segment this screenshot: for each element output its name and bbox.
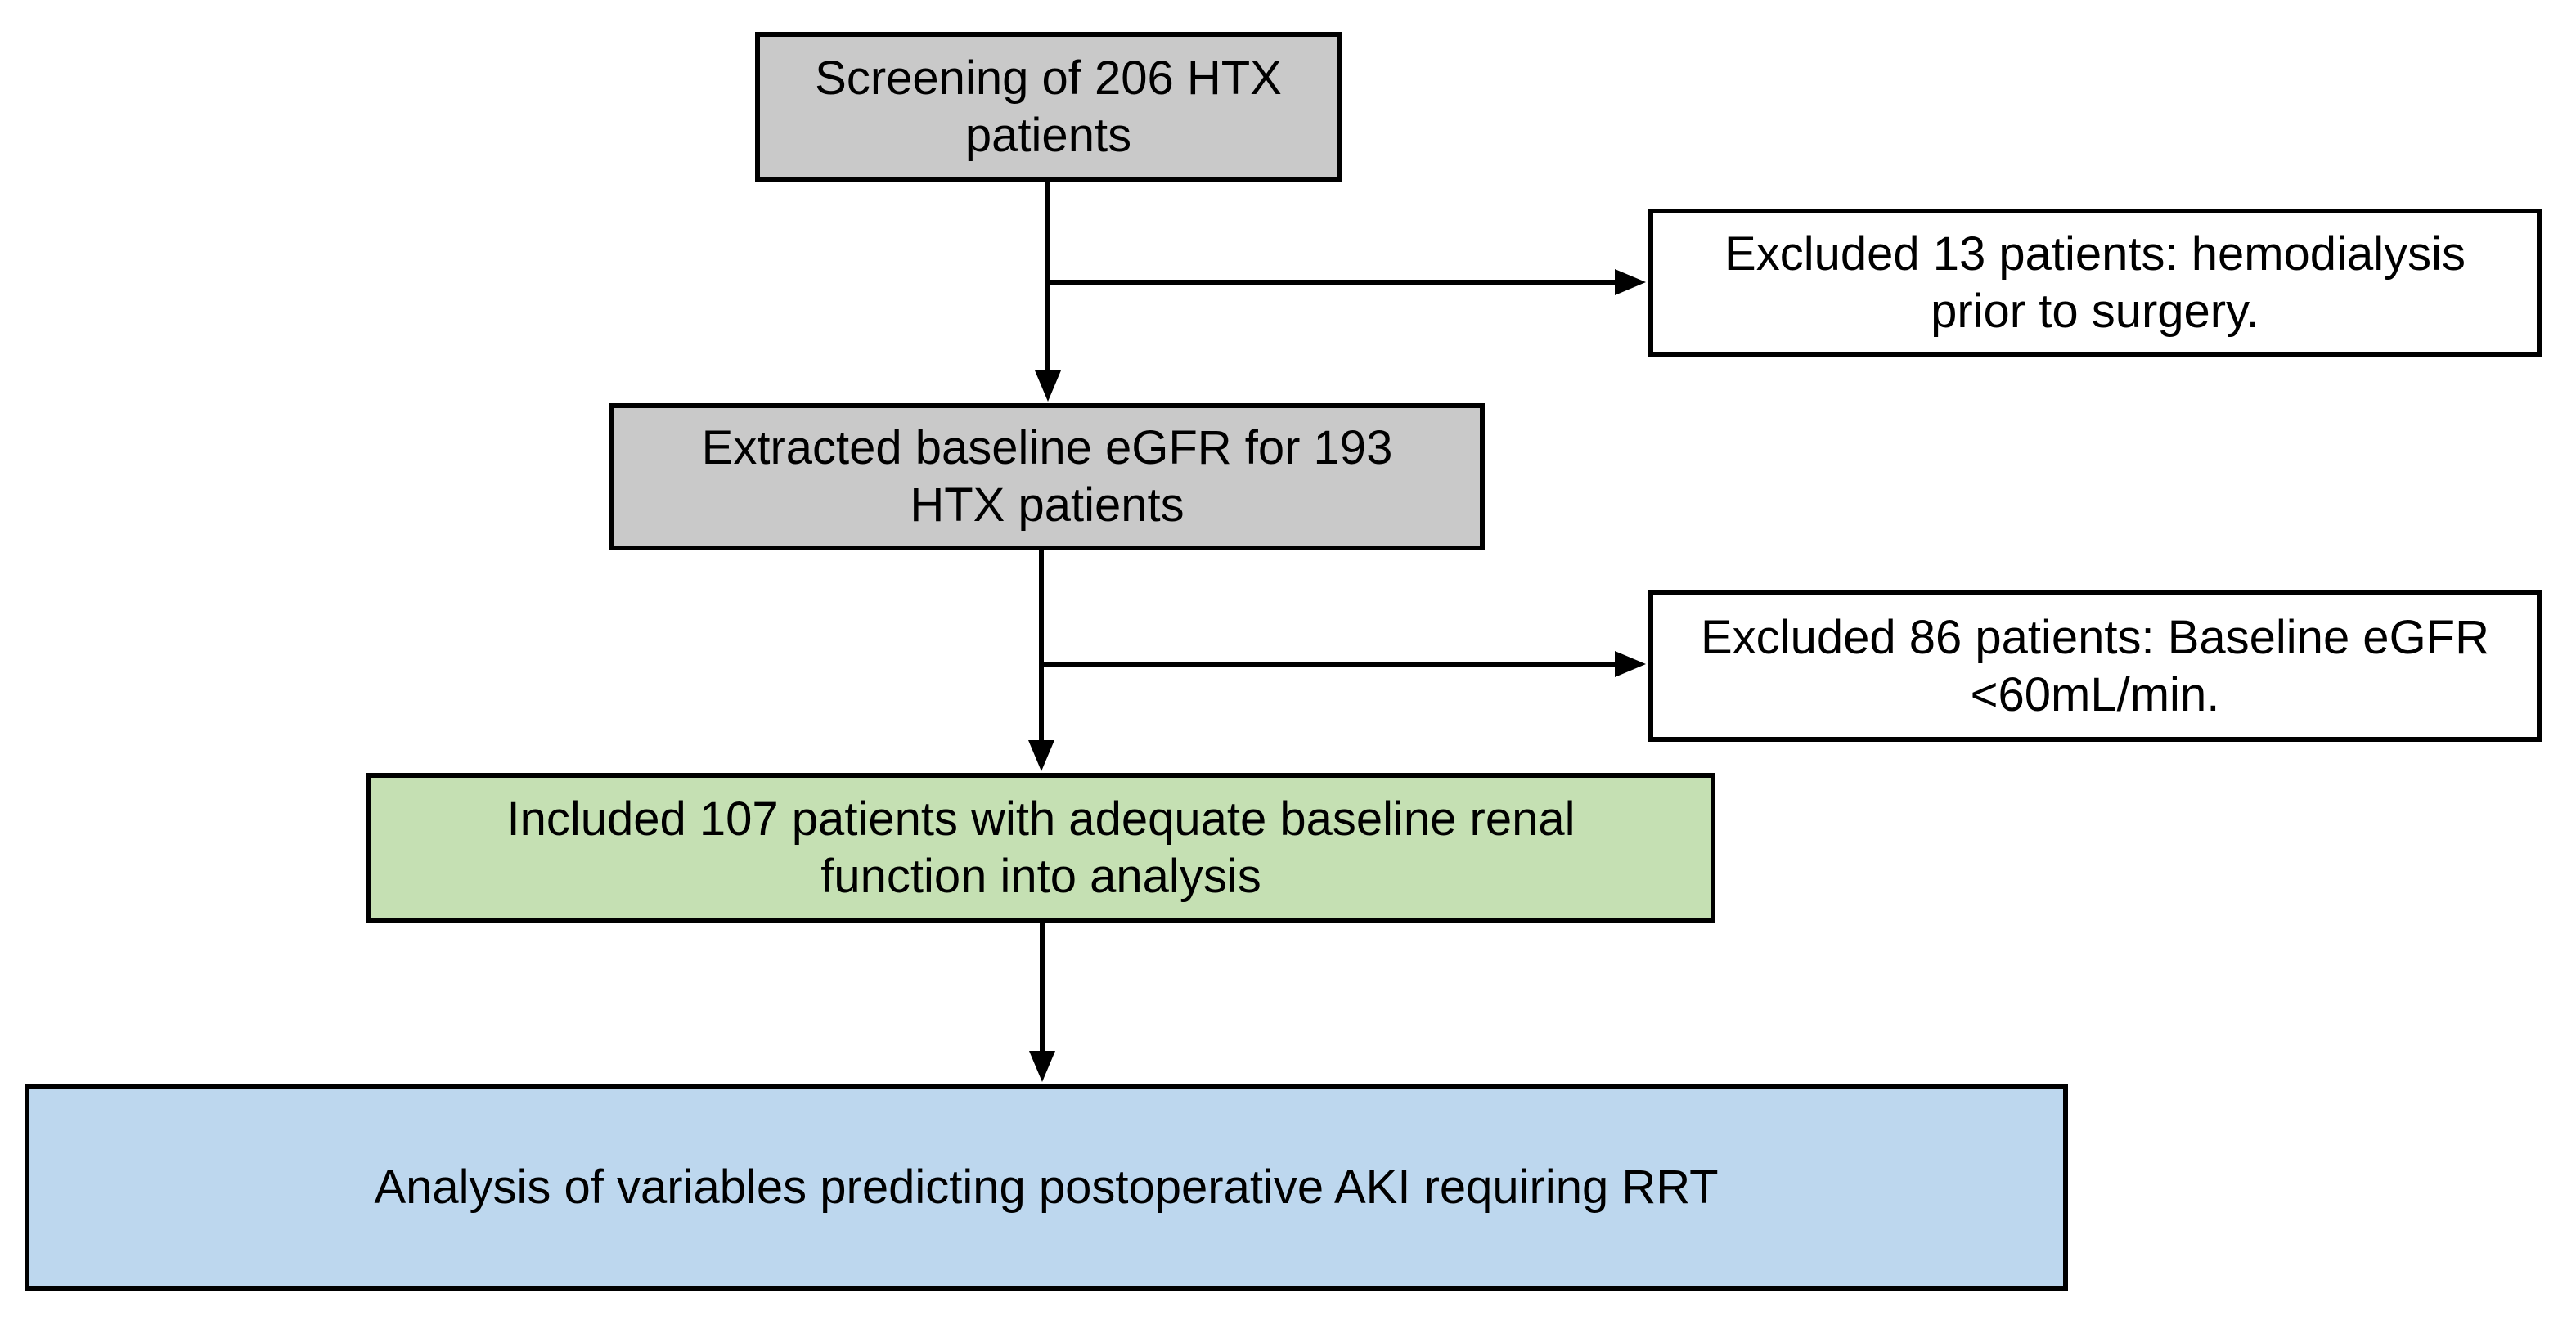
node-excluded-hemodialysis-label: Excluded 13 patients: hemodialysis prior… [1724,227,2466,338]
node-included-patients-label: Included 107 patients with adequate base… [506,792,1576,903]
arrow-screening-to-extracted-head [1035,370,1061,402]
node-excluded-low-egfr-label: Excluded 86 patients: Baseline eGFR <60m… [1701,610,2489,721]
node-screening: Screening of 206 HTX patients [755,32,1342,182]
node-extracted-egfr: Extracted baseline eGFR for 193 HTX pati… [609,403,1485,550]
node-included-patients: Included 107 patients with adequate base… [366,773,1715,923]
arrow-included-to-analysis-head [1029,1051,1055,1082]
node-excluded-low-egfr: Excluded 86 patients: Baseline eGFR <60m… [1648,590,2542,742]
arrow-branch-to-excluded-hemodialysis-head [1615,269,1646,295]
arrow-branch-to-excluded-low-egfr-head [1615,651,1646,677]
node-analysis: Analysis of variables predicting postope… [25,1084,2068,1291]
node-analysis-label: Analysis of variables predicting postope… [374,1160,1719,1214]
node-screening-label: Screening of 206 HTX patients [815,51,1282,162]
arrow-extracted-to-included-head [1028,740,1054,771]
node-extracted-egfr-label: Extracted baseline eGFR for 193 HTX pati… [701,421,1393,532]
node-excluded-hemodialysis: Excluded 13 patients: hemodialysis prior… [1648,209,2542,357]
